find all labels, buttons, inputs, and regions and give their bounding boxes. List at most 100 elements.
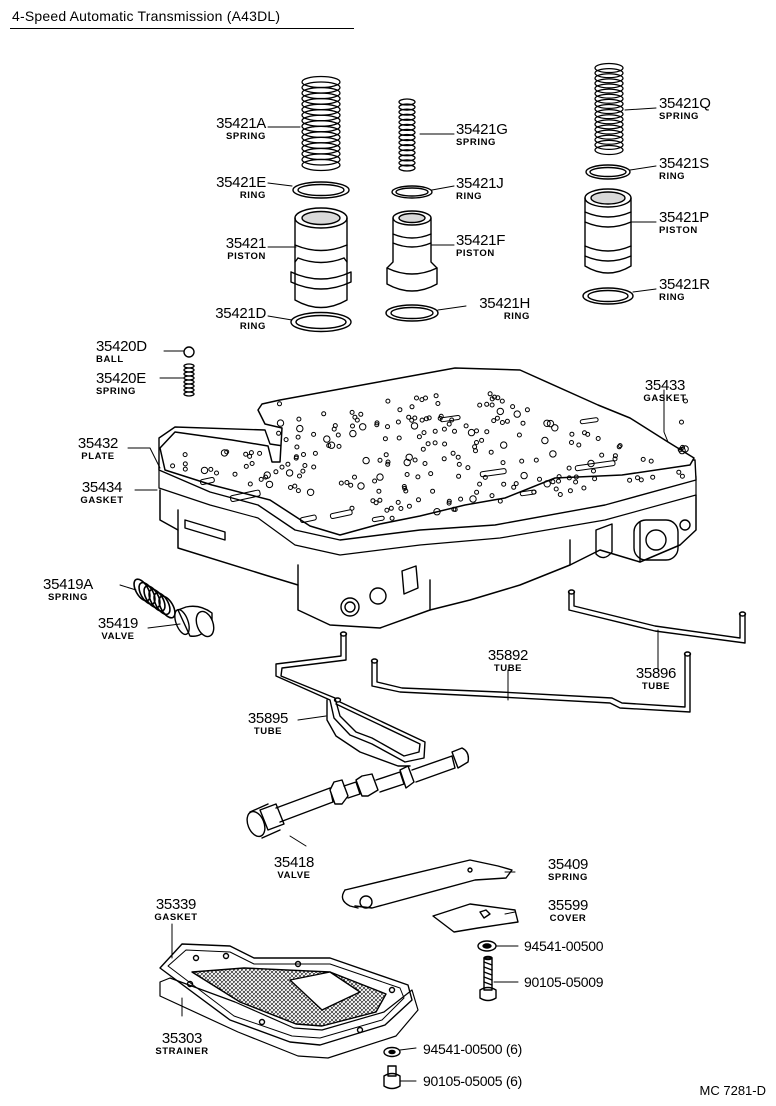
spring-coil	[151, 590, 173, 617]
ring-35421E	[293, 182, 349, 198]
gasket-hole	[551, 480, 555, 484]
washer-94541-00500	[478, 941, 496, 951]
gasket-hole	[324, 436, 330, 442]
gasket-hole	[183, 462, 187, 466]
gasket-slot	[520, 490, 536, 496]
gasket-hole	[492, 419, 496, 423]
spring-35421G	[399, 99, 415, 171]
tube-35896	[569, 590, 746, 643]
diagram-title: 4-Speed Automatic Transmission (A43DL)	[12, 8, 281, 24]
spring-coil	[595, 140, 623, 149]
gasket-hole	[495, 416, 499, 420]
spring-35409	[342, 860, 512, 908]
gasket-hole	[680, 474, 684, 478]
gasket-hole	[512, 485, 516, 489]
gasket-hole	[386, 460, 390, 464]
spring-35421Q	[595, 64, 623, 155]
spring-coil	[399, 124, 415, 130]
gasket-hole	[398, 408, 402, 412]
gasket-hole	[567, 476, 571, 480]
gasket-hole	[442, 457, 446, 461]
gasket-hole	[521, 421, 525, 425]
gasket-slot	[300, 515, 317, 523]
gasket-hole	[406, 454, 412, 460]
gasket-hole	[423, 462, 427, 466]
ring-35421S	[586, 165, 630, 179]
spring-coil	[595, 125, 623, 134]
gasket-hole	[266, 481, 272, 487]
gasket-hole	[593, 477, 597, 481]
gasket-hole	[411, 423, 417, 429]
gasket-hole	[453, 429, 457, 433]
gasket-hole	[386, 462, 390, 466]
label-90105-05005-x6: 90105-05005 (6)	[423, 1073, 523, 1089]
gasket-hole	[480, 438, 484, 442]
gasket-slot	[230, 490, 261, 502]
spring-coil	[399, 99, 415, 105]
gasket-hole	[244, 464, 248, 468]
gasket-hole	[478, 482, 482, 486]
gasket-hole	[447, 422, 451, 426]
gasket-hole	[651, 475, 655, 479]
ring-35421R	[583, 288, 633, 304]
spring-coil	[595, 99, 623, 108]
spring-coil	[399, 135, 415, 141]
gasket-hole	[407, 415, 411, 419]
spring-coil	[595, 64, 623, 73]
gasket-hole	[373, 479, 377, 483]
gasket-hole	[520, 459, 524, 463]
gasket-hole	[312, 465, 316, 469]
gasket-hole	[378, 498, 382, 502]
spring-coil	[595, 69, 623, 78]
gasket-hole	[221, 450, 227, 456]
gasket-hole	[248, 482, 252, 486]
spring-coil	[302, 154, 340, 165]
spring-coil	[399, 129, 415, 135]
gasket-hole	[570, 441, 574, 445]
gasket-hole	[301, 469, 305, 473]
gasket-hole	[552, 425, 558, 431]
gasket-hole	[547, 420, 553, 426]
gasket-hole	[375, 421, 379, 425]
gasket-hole	[443, 442, 447, 446]
gasket-hole	[514, 411, 520, 417]
gasket-hole	[415, 396, 419, 400]
spring-35419A	[131, 577, 178, 621]
gasket-slot	[480, 468, 506, 477]
gasket-hole	[244, 452, 248, 456]
spring-coil	[302, 160, 340, 171]
gasket-hole	[434, 394, 438, 398]
gasket-hole	[466, 466, 470, 470]
strainer-assembly	[160, 944, 418, 1058]
gasket-hole	[302, 453, 306, 457]
gasket-hole	[248, 454, 252, 458]
gasket-hole	[183, 467, 187, 471]
spring-coil	[595, 94, 623, 103]
gasket-hole	[350, 410, 354, 414]
gasket-hole	[296, 489, 300, 493]
gasket-slot	[372, 516, 385, 522]
gasket-hole	[404, 489, 408, 493]
ring-35421D	[291, 313, 351, 332]
gasket-hole	[350, 430, 356, 436]
gasket-hole	[478, 403, 482, 407]
gasket-holes	[171, 392, 689, 521]
gasket-hole	[639, 478, 643, 482]
spring-coil	[399, 114, 415, 120]
gasket-hole	[296, 435, 300, 439]
gasket-hole	[618, 444, 622, 448]
casting-holes	[185, 520, 690, 616]
gasket-hole	[336, 433, 340, 437]
gasket-hole	[582, 486, 586, 490]
gasket-hole	[538, 477, 542, 481]
